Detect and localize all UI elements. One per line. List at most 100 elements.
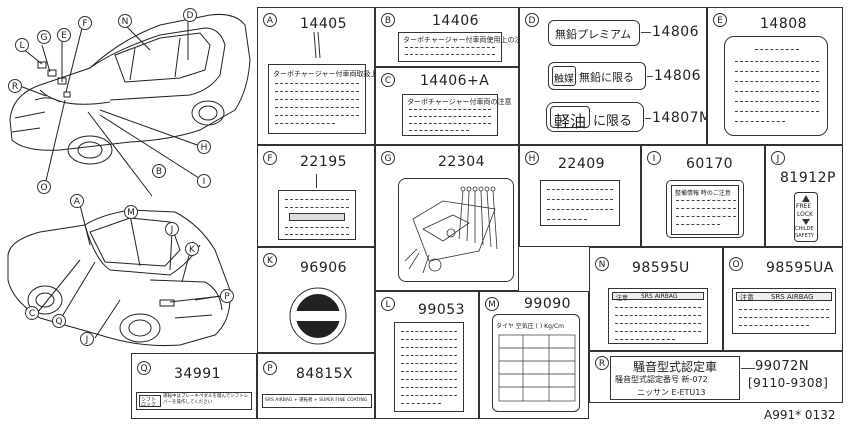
label-m-header: タイヤ 空気圧 ( ) Kg/Cm <box>496 323 564 330</box>
label-c-header: ターボチャージャー付車両の注意 <box>407 98 512 106</box>
callout-r: R <box>8 79 22 93</box>
label-q-box: シフト ロック <box>141 397 157 408</box>
panel-m-letter: M <box>485 297 499 311</box>
part-number-c: 14406+A <box>420 73 490 89</box>
callout-g: G <box>37 30 51 44</box>
label-d1: 無鉛プレミアム <box>548 20 640 46</box>
panel-c-letter: C <box>381 73 395 87</box>
label-d2-box-text: 触媒 <box>554 74 574 85</box>
panel-g-letter: G <box>381 151 395 165</box>
label-d3: 軽油 に限る <box>546 102 644 132</box>
panel-q-letter: Q <box>137 361 151 375</box>
label-k-emblem <box>289 287 347 345</box>
label-o-header-b: SRS AIRBAG <box>771 293 814 301</box>
callout-j-top: J <box>165 222 179 236</box>
label-a-header: ターボチャージャー付車両取扱上の注意 <box>273 70 399 78</box>
callout-d: D <box>183 8 197 22</box>
part-number-d1: 14806 <box>652 24 700 40</box>
label-h <box>540 180 620 226</box>
label-d3-box-text: 軽油 <box>554 112 587 131</box>
panel-a-letter: A <box>263 13 277 27</box>
panel-e: E 14808 <box>707 7 843 145</box>
panel-o: O 98595UA 注意 SRS AIRBAG <box>723 247 843 351</box>
part-number-r: 99072N <box>755 359 810 374</box>
label-d1-text: 無鉛プレミアム <box>555 28 632 41</box>
panel-d: D 無鉛プレミアム 14806 触媒 無鉛に限る 14806 軽油 に限る 14… <box>519 7 711 145</box>
part-number-m: 99090 <box>524 296 572 312</box>
label-d3-box: 軽油 <box>550 106 590 131</box>
part-number-i: 60170 <box>686 156 734 172</box>
part-number-d3: 14807M <box>652 110 712 126</box>
label-p-text: SRS AIRBAG + 運転者 + SUPER FINE COATING <box>265 398 368 403</box>
label-r-title: 騒音型式認定車 <box>633 360 718 374</box>
callout-q: Q <box>52 314 66 328</box>
panel-n-letter: N <box>595 257 609 271</box>
panel-q: Q 34991 シフト ロック 運転中はブレーキペダルを踏んでシフトレバーを操作… <box>131 353 257 419</box>
callout-e: E <box>57 28 71 42</box>
label-m-table <box>498 334 576 402</box>
part-number-d2: 14806 <box>654 68 702 84</box>
callout-n: N <box>118 14 132 28</box>
panel-i-letter: I <box>647 151 661 165</box>
panel-l-letter: L <box>381 297 395 311</box>
part-number-a: 14405 <box>300 16 348 32</box>
part-number-k: 96906 <box>300 260 348 276</box>
label-o: 注意 SRS AIRBAG <box>732 288 836 334</box>
label-r-line-1: 騒音型式認定番号 新-072 <box>615 375 708 384</box>
part-number-q: 34991 <box>174 366 222 382</box>
label-g <box>398 178 514 282</box>
panel-j: J 81912P FREE LOCK CHILDE SAFETY <box>765 145 843 247</box>
label-i-header: 整備情報 時のご注意 <box>675 190 731 197</box>
part-number-r-range: [9110-9308] <box>748 376 829 390</box>
panel-d-letter: D <box>525 13 539 27</box>
label-r-line-2: ニッサン E-ETU13 <box>637 388 706 397</box>
callout-a: A <box>70 194 84 208</box>
part-number-b: 14406 <box>432 13 480 29</box>
car-rear-view <box>7 204 231 347</box>
panel-h: H 22409 <box>519 145 641 247</box>
label-q-text: 運転中はブレーキペダルを踏んでシフトレバーを操作してください <box>163 394 249 405</box>
part-number-o: 98595UA <box>766 260 834 276</box>
label-d2-box: 触媒 <box>552 66 576 86</box>
label-d2-text: 無鉛に限る <box>579 71 634 84</box>
panel-l: L 99053 <box>375 291 479 419</box>
engine-diagram <box>404 186 498 274</box>
label-m: タイヤ 空気圧 ( ) Kg/Cm <box>492 314 580 412</box>
car-diagrams <box>7 14 251 347</box>
label-p: SRS AIRBAG + 運転者 + SUPER FINE COATING <box>262 394 372 408</box>
label-j-line-3: CHILDE <box>795 226 814 232</box>
panel-m: M 99090 タイヤ 空気圧 ( ) Kg/Cm <box>479 291 589 419</box>
panel-e-letter: E <box>713 13 727 27</box>
panel-i: I 60170 整備情報 時のご注意 <box>641 145 765 247</box>
panel-f: F 22195 <box>257 145 375 247</box>
panel-b-letter: B <box>381 13 395 27</box>
label-j-line-1: FREE <box>796 203 812 210</box>
callout-j-bottom: J <box>80 332 94 346</box>
callout-m: M <box>124 205 138 219</box>
callout-k: K <box>185 242 199 256</box>
label-l <box>394 322 464 412</box>
panel-o-letter: O <box>729 257 743 271</box>
panel-f-letter: F <box>263 151 277 165</box>
label-d2: 触媒 無鉛に限る <box>548 62 646 90</box>
label-j-line-2: LOCK <box>797 211 813 218</box>
panel-h-letter: H <box>525 151 539 165</box>
callout-f: F <box>78 16 92 30</box>
panel-p: P 84815X SRS AIRBAG + 運転者 + SUPER FINE C… <box>257 353 375 419</box>
label-o-header-a: 注意 <box>740 294 754 302</box>
callout-c: C <box>25 306 39 320</box>
label-n: 注意 SRS AIRBAG <box>608 288 708 344</box>
part-number-e: 14808 <box>760 16 808 32</box>
panel-r-letter: R <box>595 356 609 370</box>
panel-k-letter: K <box>263 253 277 267</box>
label-i: 整備情報 時のご注意 <box>666 180 744 238</box>
figure-code: A991* 0132 <box>764 408 836 422</box>
label-b: ターボチャージャー付車両使用上の注意 <box>398 32 528 62</box>
panel-b: B 14406 ターボチャージャー付車両使用上の注意 <box>375 7 528 67</box>
part-number-p: 84815X <box>296 366 354 382</box>
car-front-view <box>9 14 251 197</box>
label-c: ターボチャージャー付車両の注意 <box>402 94 511 136</box>
label-n-header-a: 注意 <box>616 295 629 302</box>
label-q: シフト ロック 運転中はブレーキペダルを踏んでシフトレバーを操作してください <box>136 392 252 410</box>
label-f <box>278 190 356 240</box>
